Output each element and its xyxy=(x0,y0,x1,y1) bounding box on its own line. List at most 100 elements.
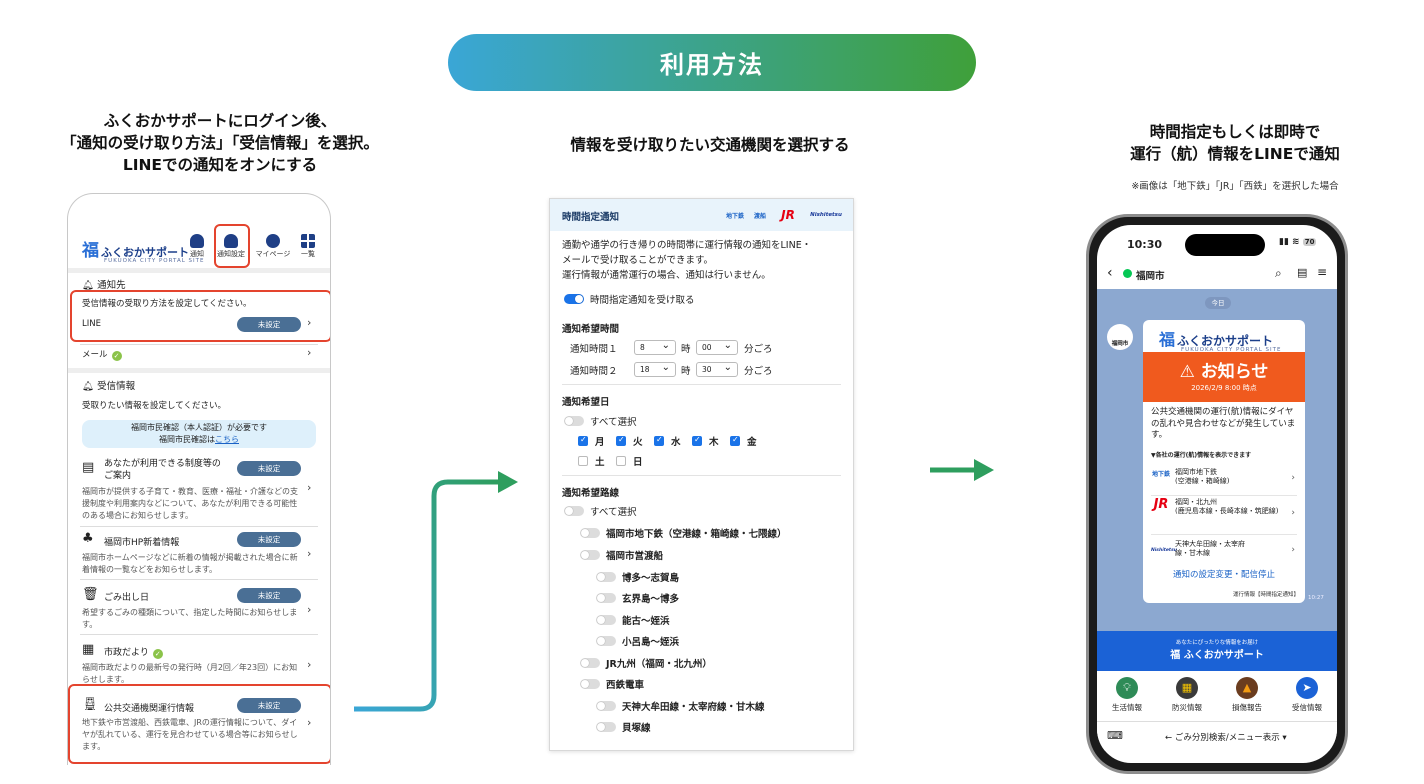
day-checkbox-sun[interactable] xyxy=(616,456,626,466)
day-checkbox-thu[interactable] xyxy=(692,435,702,446)
chevron-right-icon: › xyxy=(1291,545,1295,555)
menu-life-info[interactable]: 💡︎ 生活情報 xyxy=(1097,671,1157,721)
receive-toggle[interactable] xyxy=(564,294,584,304)
nav-label: 一覧 xyxy=(301,250,315,258)
app-logo[interactable]: 福ふくおかサポート FUKUOKA CITY PORTAL SITE xyxy=(82,236,204,264)
time1-hour-select[interactable]: 8 xyxy=(634,339,676,355)
day-checkbox-sat[interactable] xyxy=(578,456,588,466)
time2-hour-select[interactable]: 18 xyxy=(634,361,676,377)
search-icon[interactable]: ⌕ xyxy=(1275,266,1282,280)
trash-icon: 🗑︎ xyxy=(82,587,99,602)
day-label: 金 xyxy=(747,437,757,448)
day-select-all-label: すべて選択 xyxy=(590,417,637,428)
chevron-right-icon[interactable]: › xyxy=(307,716,312,729)
step3-note: ※画像は「地下鉄」「JR」「西鉄」を選択した場合 xyxy=(1131,181,1339,192)
day-checkbox-mon[interactable] xyxy=(578,435,588,446)
link-jr[interactable]: JR 福岡・北九州(鹿児島本線・長崎本線・筑肥線) › xyxy=(1151,498,1297,534)
link-nishitetsu[interactable]: Nishitetsu 天神大牟田線・太宰府線・甘木線 › xyxy=(1151,540,1297,568)
route-label: 福岡市地下鉄（空港線・箱崎線・七隈線） xyxy=(606,529,787,540)
auth-link[interactable]: こちら xyxy=(215,435,239,444)
avatar[interactable]: 福岡市 xyxy=(1107,324,1133,350)
item-status-badge[interactable]: 未設定 xyxy=(237,698,301,713)
keyboard-icon[interactable]: ⌨ xyxy=(1107,729,1123,742)
route-toggle[interactable] xyxy=(596,701,616,711)
chevron-right-icon[interactable]: › xyxy=(307,316,312,329)
nav-notify[interactable]: 通知 xyxy=(181,230,213,259)
rich-menu-banner[interactable]: あなたにぴったりな情報をお届け 福 ふくおかサポート xyxy=(1097,631,1337,671)
person-icon xyxy=(266,234,280,248)
chevron-right-icon[interactable]: › xyxy=(307,346,312,359)
panel-title: 時間指定通知 xyxy=(562,212,620,223)
chevron-right-icon[interactable]: › xyxy=(307,547,312,560)
highlight-notify-settings xyxy=(214,224,250,268)
route-select-all-toggle[interactable] xyxy=(564,506,584,516)
menu-label: 受信情報 xyxy=(1292,703,1322,712)
menu-icon[interactable]: ≡ xyxy=(1317,265,1328,279)
time1-minute-select[interactable]: 00 xyxy=(696,339,738,355)
route-toggle[interactable] xyxy=(580,528,600,538)
settings-link[interactable]: 通知の設定変更・配信停止 xyxy=(1172,570,1275,580)
highlight-dest xyxy=(70,290,330,342)
card-logo: 福ふくおかサポート FUKUOKA CITY PORTAL SITE xyxy=(1159,326,1281,353)
divider xyxy=(68,368,330,373)
divider xyxy=(80,634,318,635)
route-toggle[interactable] xyxy=(580,658,600,668)
link-line: 福岡・北九州 xyxy=(1175,498,1217,506)
mail-row[interactable]: メール✓ xyxy=(82,348,330,361)
chevron-right-icon[interactable]: › xyxy=(307,481,312,494)
ferry-logo-icon: 渡船 xyxy=(753,212,766,220)
rich-menu: 💡︎ 生活情報 ▦防災情報 ▲損傷報告 ➤受信情報 xyxy=(1097,671,1337,721)
route-toggle[interactable] xyxy=(596,636,616,646)
menu-received-info[interactable]: ➤受信情報 xyxy=(1277,671,1337,721)
settings-screen: 福ふくおかサポート FUKUOKA CITY PORTAL SITE 通知 通知… xyxy=(67,193,331,765)
notice-body: 公共交通機関の運行(航)情報にダイヤの乱れや見合わせなどが発生しています。 xyxy=(1151,407,1296,440)
nav-label: マイページ xyxy=(255,250,291,258)
warning-icon: ⚠ xyxy=(1179,362,1195,382)
time2-minute-select[interactable]: 30 xyxy=(696,361,738,377)
back-icon[interactable]: ‹ xyxy=(1107,265,1113,281)
chat-bottom-bar: ⌨ ← ごみ分別検索/メニュー表示 ▾ xyxy=(1097,721,1337,751)
day-checkbox-tue[interactable] xyxy=(616,435,626,446)
link-line: (空港線・箱崎線) xyxy=(1175,477,1230,485)
item-desc: 希望するごみの種類について、指定した時間にお知らせします。 xyxy=(82,608,298,629)
route-label: 西鉄電車 xyxy=(606,680,645,691)
chevron-right-icon[interactable]: › xyxy=(307,603,312,616)
route-toggle[interactable] xyxy=(596,722,616,732)
link-line: (鹿児島本線・長崎本線・筑肥線) xyxy=(1175,507,1279,515)
item-title: 公共交通機関運行情報 xyxy=(104,704,195,714)
menu-damage-report[interactable]: ▲損傷報告 xyxy=(1217,671,1277,721)
day-select-all-toggle[interactable] xyxy=(564,416,584,426)
item-status-badge[interactable]: 未設定 xyxy=(237,461,301,476)
chevron-right-icon[interactable]: › xyxy=(307,658,312,671)
route-toggle[interactable] xyxy=(596,572,616,582)
item-status-badge[interactable]: 未設定 xyxy=(237,588,301,603)
route-toggle[interactable] xyxy=(580,550,600,560)
day-checkbox-wed[interactable] xyxy=(654,435,664,446)
divider xyxy=(1151,534,1297,535)
item-status-badge[interactable]: 未設定 xyxy=(237,532,301,547)
route-toggle[interactable] xyxy=(580,679,600,689)
time1-label: 通知時間１ xyxy=(570,344,618,355)
day-checkbox-fri[interactable] xyxy=(730,435,740,446)
menu-toggle[interactable]: ← ごみ分別検索/メニュー表示 ▾ xyxy=(1165,733,1287,743)
link-subway[interactable]: 地下鉄 福岡市地下鉄(空港線・箱崎線) › xyxy=(1151,468,1297,496)
subway-logo-icon: 地下鉄 xyxy=(1151,471,1170,478)
notes-icon[interactable]: ▤ xyxy=(1297,266,1308,279)
intro-line: 運行情報が通常運行の場合、通知は行いません。 xyxy=(562,270,771,281)
route-toggle[interactable] xyxy=(596,615,616,625)
divider xyxy=(80,344,318,345)
recv-title-row: 🔔︎ 受信情報 xyxy=(82,378,330,392)
link-text: 天神大牟田線・太宰府線・甘木線 xyxy=(1175,540,1245,558)
item-desc: 福岡市が提供する子育て・教育、医療・福祉・介護などの支援制度や利用案内などについ… xyxy=(82,487,298,520)
bell-outline-icon: 🔔︎ xyxy=(82,381,95,392)
nav-notify-settings[interactable]: 通知設定 xyxy=(215,230,247,259)
nav-list[interactable]: 一覧 xyxy=(292,230,324,259)
item-desc: 福岡市政だよりの最新号の発行時（月2回／年23回）にお知らせします。 xyxy=(82,663,298,684)
nav-mypage[interactable]: マイページ xyxy=(255,230,291,259)
menu-label: 生活情報 xyxy=(1112,703,1142,712)
intro-line: 通勤や通学の行き帰りの時間帯に運行情報の通知をLINE・ xyxy=(562,240,812,251)
line-status-badge[interactable]: 未設定 xyxy=(237,317,301,332)
menu-disaster-info[interactable]: ▦防災情報 xyxy=(1157,671,1217,721)
lightbulb-icon: 💡︎ xyxy=(1116,677,1138,699)
route-toggle[interactable] xyxy=(596,593,616,603)
